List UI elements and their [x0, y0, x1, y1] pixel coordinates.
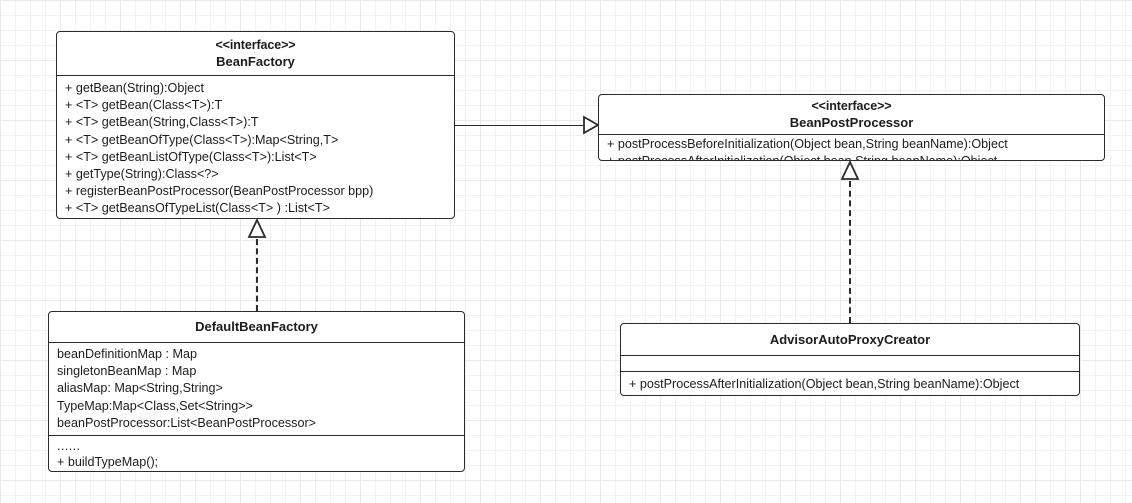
- class-attributes-section: beanDefinitionMap : Map singletonBeanMap…: [49, 343, 464, 437]
- class-header-beanpostprocessor: <<interface>> BeanPostProcessor: [599, 95, 1104, 135]
- method-item: + postProcessAfterInitialization(Object …: [629, 377, 1020, 391]
- methods-ellipsis: ......: [57, 439, 81, 454]
- attribute-item: beanDefinitionMap : Map: [57, 347, 198, 361]
- class-attributes-section-empty: [621, 356, 1079, 372]
- method-item: + <T> getBeansOfTypeList(Class<T> ) :Lis…: [65, 201, 330, 216]
- stereotype-label: <<interface>>: [215, 38, 296, 52]
- class-methods-section: + getBean(String):Object + <T> getBean(C…: [57, 76, 454, 218]
- method-item: + <T> getBean(String,Class<T>):T: [65, 115, 259, 130]
- method-item: + <T> getBeanOfType(Class<T>):Map<String…: [65, 132, 339, 147]
- class-box-defaultbeanfactory[interactable]: DefaultBeanFactory beanDefinitionMap : M…: [48, 311, 465, 472]
- class-name-label: BeanFactory: [216, 54, 295, 69]
- stereotype-label: <<interface>>: [811, 99, 892, 113]
- method-item: + getType(String):Class<?>: [65, 167, 219, 182]
- attribute-item: aliasMap: Map<String,String>: [57, 381, 223, 396]
- method-item: + registerBeanPostProcessor(BeanPostProc…: [65, 184, 374, 199]
- class-methods-section: + postProcessBeforeInitialization(Object…: [599, 135, 1104, 160]
- connector-line: [455, 125, 586, 126]
- class-header-advisorautoproxycreator: AdvisorAutoProxyCreator: [621, 324, 1079, 356]
- class-methods-section: ...... + buildTypeMap(); + registerBeanP…: [49, 436, 464, 472]
- method-item: + buildTypeMap();: [57, 455, 159, 470]
- class-header-beanfactory: <<interface>> BeanFactory: [57, 32, 454, 76]
- hollow-triangle-arrowhead-up: [840, 160, 860, 180]
- class-box-beanfactory[interactable]: <<interface>> BeanFactory + getBean(Stri…: [56, 31, 455, 219]
- method-item: + postProcessAfterInitialization(Object …: [599, 153, 1104, 160]
- class-box-advisorautoproxycreator[interactable]: AdvisorAutoProxyCreator + postProcessAft…: [620, 323, 1080, 396]
- class-methods-section: + postProcessAfterInitialization(Object …: [621, 372, 1079, 395]
- class-box-beanpostprocessor[interactable]: <<interface>> BeanPostProcessor + postPr…: [598, 94, 1105, 161]
- attribute-item: beanPostProcessor:List<BeanPostProcessor…: [57, 415, 317, 430]
- hollow-triangle-arrowhead-right: [583, 115, 600, 135]
- hollow-triangle-arrowhead-up: [247, 218, 267, 238]
- connector-line-dashed: [256, 239, 258, 311]
- connector-line-dashed: [849, 181, 851, 323]
- method-item: + postProcessBeforeInitialization(Object…: [607, 137, 1008, 151]
- method-item: + <T> getBeanListOfType(Class<T>):List<T…: [65, 149, 317, 164]
- method-item: + <T> getBean(Class<T>):T: [65, 98, 223, 113]
- class-header-defaultbeanfactory: DefaultBeanFactory: [49, 312, 464, 343]
- attribute-item: singletonBeanMap : Map: [57, 364, 197, 379]
- method-item: + getBean(String):Object: [65, 81, 204, 95]
- class-name-label: DefaultBeanFactory: [195, 319, 318, 334]
- attribute-item: TypeMap:Map<Class,Set<String>>: [57, 398, 254, 413]
- class-name-label: AdvisorAutoProxyCreator: [769, 332, 931, 347]
- class-name-label: BeanPostProcessor: [789, 115, 914, 130]
- method-item: + registerBeanPostProcessor(BeanPostProc…: [49, 471, 464, 472]
